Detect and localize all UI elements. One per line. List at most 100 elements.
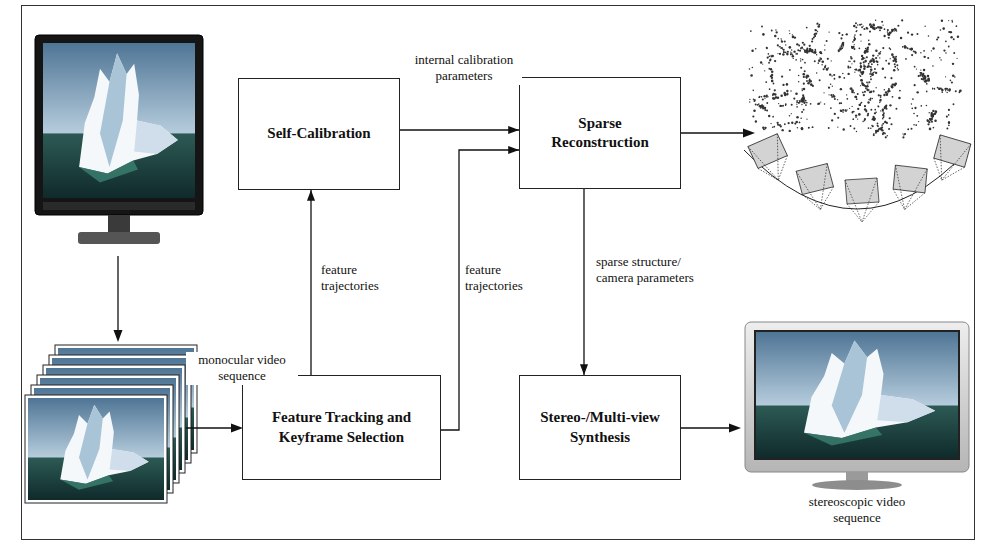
cloud-point <box>859 104 861 106</box>
cloud-point <box>922 73 924 75</box>
cloud-point <box>875 20 876 21</box>
cloud-point <box>870 66 872 68</box>
cloud-point <box>770 75 772 77</box>
cloud-point <box>785 51 787 53</box>
cloud-point <box>880 95 882 97</box>
cloud-point <box>779 53 781 55</box>
cloud-point <box>918 75 920 77</box>
cloud-point <box>855 96 857 98</box>
cloud-point <box>929 112 930 113</box>
cloud-point <box>894 58 896 60</box>
cloud-point <box>868 63 870 65</box>
camera-frustum <box>747 133 794 186</box>
cloud-point <box>911 49 913 51</box>
arrow-head <box>743 129 755 138</box>
cloud-point <box>863 68 865 70</box>
cloud-point <box>803 76 805 78</box>
cloud-point <box>868 43 871 46</box>
cloud-point <box>862 83 865 86</box>
cloud-point <box>915 52 917 54</box>
cloud-point <box>774 89 776 91</box>
cloud-point <box>764 127 766 129</box>
cloud-point <box>791 122 793 124</box>
cloud-point <box>828 31 829 32</box>
cloud-point <box>862 57 864 59</box>
cloud-point <box>890 48 891 49</box>
cloud-point <box>850 56 852 58</box>
cloud-point <box>943 49 945 51</box>
illustration-part <box>754 330 960 460</box>
edge-label: internal calibration parameters <box>406 52 522 85</box>
cloud-point <box>856 131 857 132</box>
illustration-part <box>35 35 203 215</box>
cloud-point <box>790 53 792 55</box>
cloud-point <box>947 89 949 91</box>
cloud-point <box>787 92 789 94</box>
cloud-point <box>927 78 929 80</box>
cloud-point <box>840 37 842 39</box>
cloud-point <box>897 25 899 27</box>
cloud-point <box>910 47 912 49</box>
cloud-point <box>862 57 864 59</box>
camera-frustum <box>888 163 929 212</box>
cloud-point <box>777 53 778 54</box>
cloud-point <box>816 72 817 73</box>
cloud-point <box>829 73 831 75</box>
cloud-point <box>872 125 874 127</box>
cloud-point <box>870 68 873 71</box>
cloud-point <box>920 52 921 53</box>
cloud-point <box>772 116 774 118</box>
cloud-point <box>774 60 776 62</box>
camera-frustums <box>747 133 973 222</box>
cloud-point <box>872 58 874 60</box>
cloud-point <box>880 128 881 129</box>
cloud-point <box>838 76 840 78</box>
cloud-point <box>866 89 868 91</box>
cloud-point <box>866 81 868 83</box>
cloud-point <box>925 76 926 77</box>
cloud-point <box>885 91 887 93</box>
cloud-point <box>956 58 957 59</box>
cloud-point <box>764 108 765 109</box>
cloud-point <box>899 90 901 92</box>
cloud-point <box>811 40 813 42</box>
cloud-point <box>796 43 798 45</box>
cloud-point <box>847 73 849 75</box>
cloud-point <box>792 55 794 57</box>
cloud-point <box>803 99 804 100</box>
cloud-point <box>893 29 895 31</box>
arrow-head <box>114 330 123 342</box>
cloud-point <box>892 56 894 58</box>
cloud-point <box>771 70 774 73</box>
cloud-point <box>806 119 807 120</box>
cloud-point <box>842 109 844 111</box>
cloud-point <box>928 121 930 123</box>
cloud-point <box>896 30 898 32</box>
cloud-point <box>878 52 881 55</box>
cloud-point <box>875 50 877 52</box>
cloud-point <box>957 35 959 37</box>
cloud-point <box>841 34 843 36</box>
cloud-point <box>856 30 857 31</box>
cloud-point <box>882 123 884 125</box>
cloud-point <box>912 98 914 100</box>
cloud-point <box>869 99 871 101</box>
cloud-point <box>861 81 862 82</box>
cloud-point <box>761 26 763 28</box>
cloud-point <box>907 32 909 34</box>
cloud-point <box>842 73 843 74</box>
cloud-point <box>882 133 884 135</box>
illustration-part <box>747 133 788 169</box>
cloud-point <box>804 62 806 64</box>
cloud-point <box>948 31 950 33</box>
cloud-point <box>833 94 834 95</box>
cloud-point <box>877 26 878 27</box>
cloud-point <box>860 34 862 36</box>
cloud-point <box>909 48 910 49</box>
cloud-point <box>870 25 873 28</box>
cloud-point <box>797 49 799 51</box>
cloud-point <box>801 104 802 105</box>
cloud-point <box>870 78 872 80</box>
cloud-point <box>800 100 801 101</box>
cloud-point <box>831 75 833 77</box>
